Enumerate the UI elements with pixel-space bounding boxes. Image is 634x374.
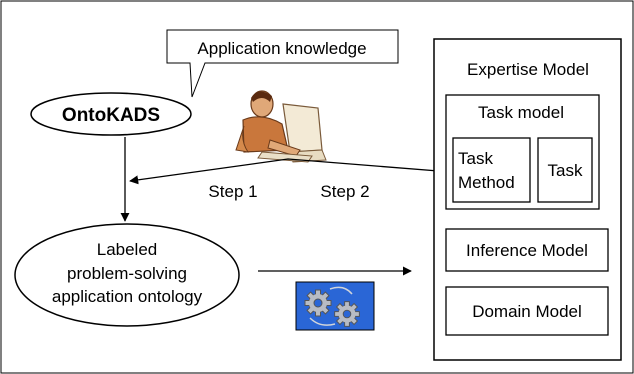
- callout-application-knowledge: Application knowledge: [166, 29, 399, 98]
- expertise-model-box: Expertise Model Task model Task Method T…: [433, 38, 622, 361]
- ontokads-label: OntoKADS: [62, 105, 160, 126]
- step1-label: Step 1: [208, 182, 257, 201]
- person-at-computer-icon: [235, 90, 327, 163]
- labeled-ontology-line1: Labeled: [97, 240, 158, 259]
- task-model-title: Task model: [478, 103, 564, 122]
- inference-model-label: Inference Model: [466, 241, 588, 260]
- task-box: Task: [537, 137, 593, 203]
- step2-label: Step 2: [320, 182, 369, 201]
- labeled-ontology-line2: problem-solving: [67, 264, 187, 283]
- labeled-ontology-line3: application ontology: [52, 287, 203, 306]
- task-method-line2: Method: [458, 173, 515, 192]
- task-method-box: Task Method: [452, 137, 531, 203]
- labeled-ontology-node: Labeled problem-solving application onto…: [14, 223, 240, 327]
- domain-model-box: Domain Model: [445, 286, 609, 336]
- task-label: Task: [548, 161, 583, 180]
- gears-icon: [295, 281, 375, 331]
- task-method-line1: Task: [458, 149, 493, 168]
- ontokads-node: OntoKADS: [30, 92, 192, 136]
- domain-model-label: Domain Model: [472, 302, 582, 321]
- expertise-model-title: Expertise Model: [467, 60, 589, 79]
- callout-text: Application knowledge: [197, 39, 366, 58]
- inference-model-box: Inference Model: [445, 228, 609, 272]
- task-model-box: Task model Task Method Task: [445, 94, 600, 210]
- step-arrow: [129, 158, 452, 185]
